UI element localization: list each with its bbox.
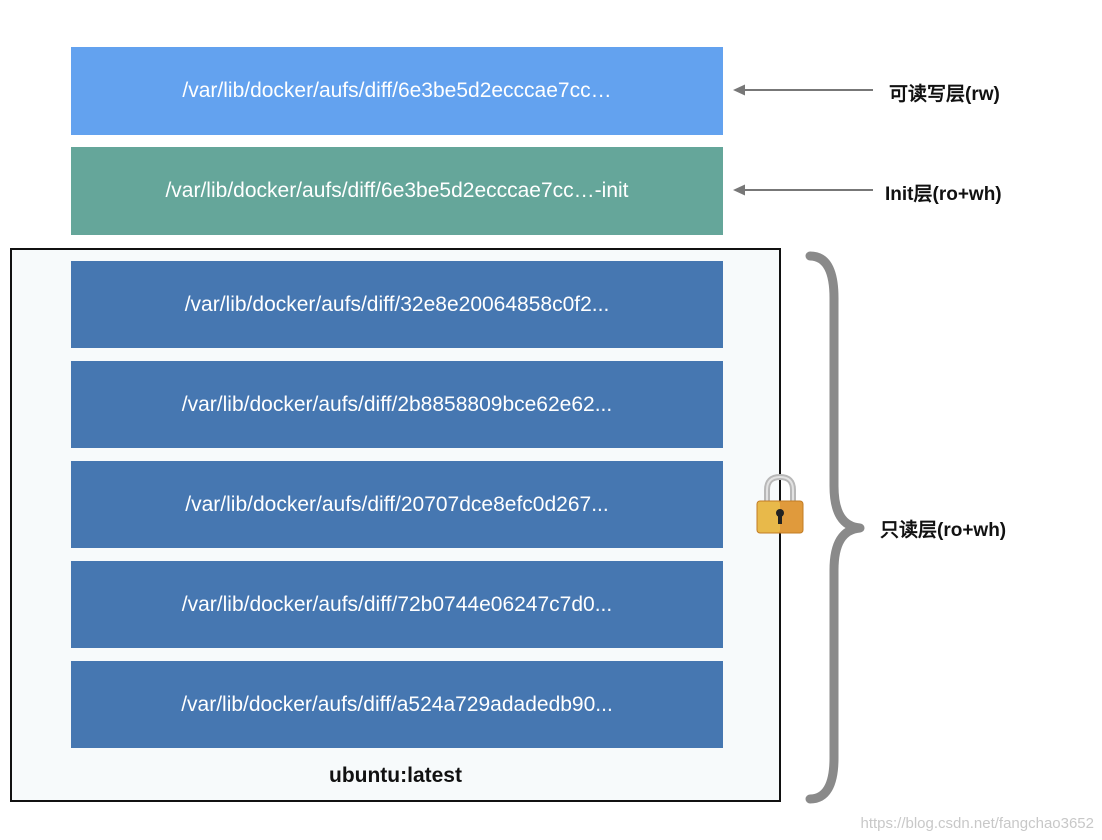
curly-brace-icon: [805, 251, 865, 804]
image-name-label: ubuntu:latest: [329, 764, 462, 787]
init-layer-label: Init层(ro+wh): [885, 184, 1002, 205]
readonly-layer: /var/lib/docker/aufs/diff/20707dce8efc0d…: [71, 461, 723, 548]
readonly-layer: /var/lib/docker/aufs/diff/2b8858809bce62…: [71, 361, 723, 448]
lock-icon: [756, 473, 804, 534]
readonly-layer: /var/lib/docker/aufs/diff/72b0744e06247c…: [71, 561, 723, 648]
watermark: https://blog.csdn.net/fangchao3652: [860, 815, 1094, 832]
left-arrow-icon: [733, 84, 873, 96]
readonly-layer: /var/lib/docker/aufs/diff/a524a729adaded…: [71, 661, 723, 748]
rw-layer: /var/lib/docker/aufs/diff/6e3be5d2ecccae…: [71, 47, 723, 135]
rw-layer-label: 可读写层(rw): [889, 84, 1000, 105]
init-layer: /var/lib/docker/aufs/diff/6e3be5d2ecccae…: [71, 147, 723, 235]
readonly-layer: /var/lib/docker/aufs/diff/32e8e20064858c…: [71, 261, 723, 348]
left-arrow-icon: [733, 184, 873, 196]
readonly-layer-label: 只读层(ro+wh): [880, 520, 1007, 541]
